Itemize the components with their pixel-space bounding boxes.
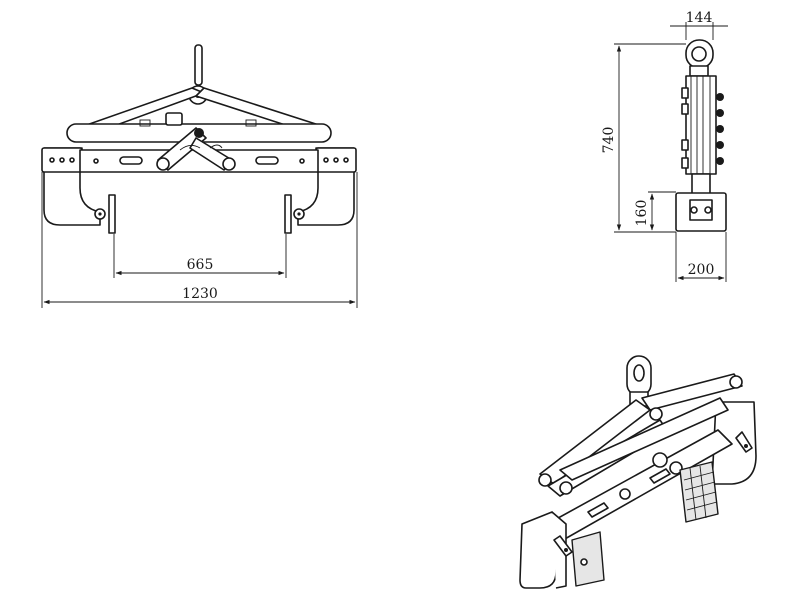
dimension-200: 200: [675, 232, 727, 282]
iso-front-grip-pad: [571, 531, 605, 587]
iso-upper-rear-arm: [641, 373, 743, 411]
iso-rear-jaw: [711, 401, 757, 485]
dim-label-144: 144: [686, 10, 713, 26]
beam-clamp-block: [165, 112, 183, 126]
dim-label-740: 740: [601, 127, 617, 154]
front-view: 665 1230: [41, 44, 358, 308]
dimension-144: 144: [670, 10, 728, 40]
dimension-665: 665: [113, 234, 287, 278]
dimension-1230: 1230: [41, 172, 358, 308]
lifting-eye: [685, 39, 714, 77]
side-body: [681, 75, 724, 205]
scissor-links: [156, 127, 236, 171]
dim-label-160: 160: [634, 200, 650, 227]
dim-label-200: 200: [688, 262, 715, 278]
dimension-160: 160: [634, 191, 676, 231]
left-grip-pad: [94, 194, 116, 234]
iso-diagonal-arms: [539, 397, 729, 497]
side-grip-pad: [675, 192, 727, 232]
iso-rear-grip-pad: [679, 461, 719, 523]
dimension-740: 740: [601, 43, 686, 233]
dim-label-665: 665: [187, 257, 214, 273]
right-grip-pad: [284, 194, 305, 234]
iso-front-jaw: [519, 511, 573, 589]
dim-label-1230: 1230: [182, 286, 218, 302]
main-slotted-beam: [79, 149, 319, 173]
side-view: 144 740 160 200: [601, 10, 728, 282]
isometric-view: [519, 355, 757, 589]
